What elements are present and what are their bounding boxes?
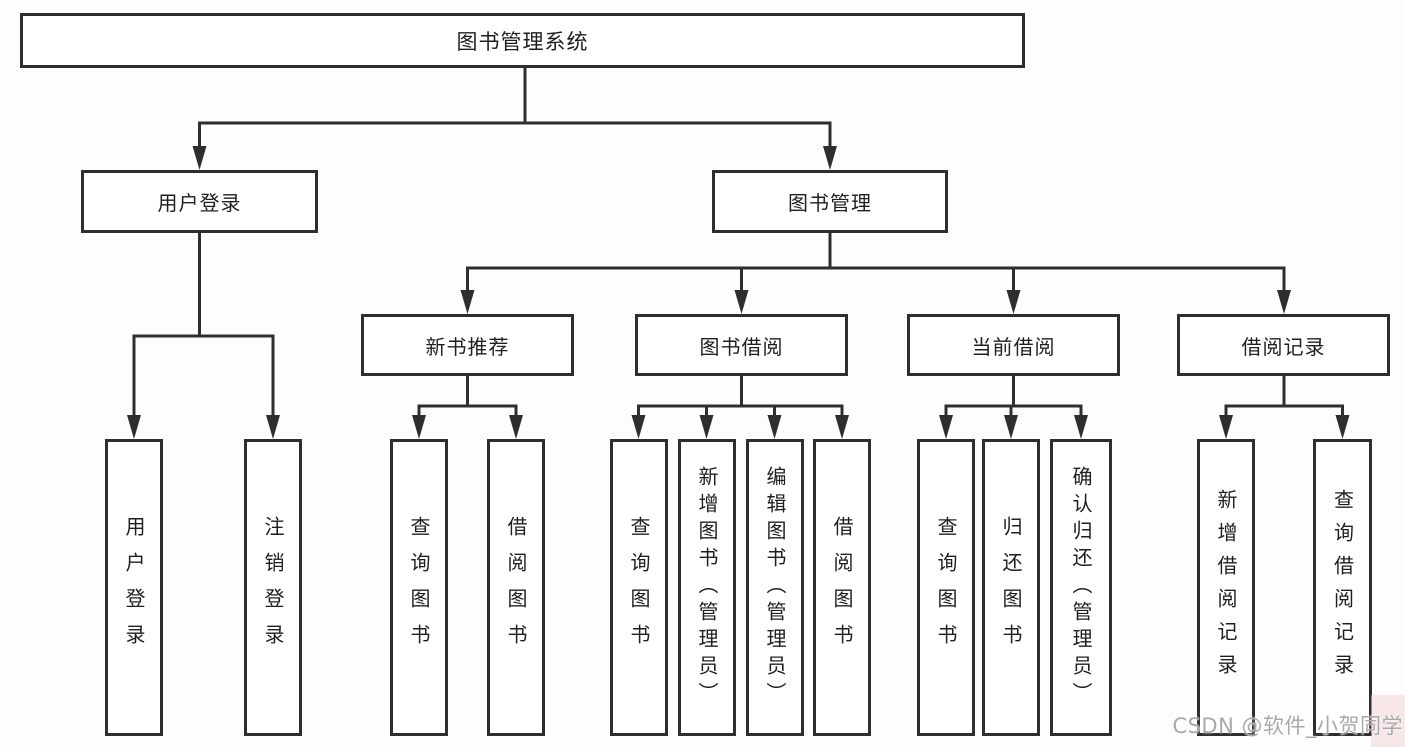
node-label: 查询图书: [934, 515, 958, 660]
leaf-logout: 注销登录: [244, 439, 302, 736]
node-label: 图书借阅: [699, 334, 784, 359]
node-label: 新增图书（管理员）: [695, 466, 719, 709]
node-label: 用户登录: [157, 191, 242, 215]
arrowhead: [1074, 415, 1088, 439]
arrowhead: [939, 415, 953, 439]
leaf-add-book-admin: 新增图书（管理员）: [678, 439, 736, 736]
node-current-borrowing: 当前借阅: [907, 314, 1120, 376]
arrowhead: [1277, 290, 1291, 314]
node-label: 查询借阅记录: [1330, 488, 1355, 687]
connector-records-to-leaves: [1224, 376, 1344, 417]
node-book-management: 图书管理: [712, 170, 948, 233]
leaf-confirm-return-admin: 确认归还（管理员）: [1050, 439, 1112, 736]
node-label: 借阅图书: [504, 515, 528, 660]
node-label: 归还图书: [999, 515, 1023, 660]
watermark: CSDN @软件_小贺同学: [1172, 714, 1403, 738]
node-label: 查询图书: [407, 515, 431, 660]
arrowhead: [412, 415, 426, 439]
leaf-return-book: 归还图书: [982, 439, 1040, 736]
leaf-edit-book-admin: 编辑图书（管理员）: [746, 439, 804, 736]
connector-current-to-leaves: [944, 376, 1083, 417]
watermark-corner-tint: [1371, 695, 1405, 747]
node-book-borrowing: 图书借阅: [635, 314, 848, 376]
leaf-user-login: 用户登录: [105, 439, 163, 736]
node-label: 借阅记录: [1241, 334, 1326, 359]
arrowhead: [767, 415, 782, 439]
node-label: 注销登录: [261, 515, 285, 660]
node-label: 图书管理: [788, 191, 872, 215]
arrowhead: [127, 415, 141, 439]
node-label: 新增借阅记录: [1214, 488, 1238, 687]
arrowhead: [1006, 290, 1021, 314]
connector-newbook-to-leaves: [417, 376, 518, 417]
arrowhead: [1004, 415, 1018, 439]
leaf-add-borrow-record: 新增借阅记录: [1197, 439, 1255, 736]
node-borrow-records: 借阅记录: [1177, 314, 1390, 376]
arrowhead: [835, 415, 849, 439]
node-label: 新书推荐: [425, 334, 510, 359]
arrowhead: [631, 415, 646, 439]
node-label: 当前借阅: [971, 334, 1056, 359]
node-label: 用户登录: [122, 515, 146, 660]
arrowhead: [460, 290, 475, 314]
arrowhead: [192, 146, 207, 170]
leaf-borrow-book-recommend: 借阅图书: [487, 439, 545, 736]
arrowhead: [509, 415, 523, 439]
arrowhead: [734, 290, 749, 314]
leaf-borrow-book: 借阅图书: [813, 439, 871, 736]
leaf-query-book-borrow: 查询图书: [610, 439, 668, 736]
leaf-query-book-recommend: 查询图书: [390, 439, 448, 736]
connector-bookmgmt-to-level3: [466, 233, 1286, 291]
node-user-login: 用户登录: [81, 170, 318, 233]
node-label: 确认归还（管理员）: [1069, 466, 1093, 709]
node-label: 借阅图书: [830, 515, 854, 660]
arrowhead: [266, 415, 280, 439]
connector-borrow-to-leaves: [637, 376, 844, 417]
connector-userlogin-to-leaves: [132, 233, 275, 416]
arrowhead: [1335, 415, 1350, 439]
arrowhead: [823, 146, 837, 170]
leaf-query-borrow-record: 查询借阅记录: [1313, 439, 1372, 736]
node-label: 图书管理系统: [456, 29, 589, 54]
leaf-query-book-current: 查询图书: [917, 439, 975, 736]
arrowhead: [1219, 415, 1233, 439]
node-new-book-recommend: 新书推荐: [361, 314, 574, 376]
connector-root-to-level2: [198, 68, 832, 147]
arrowhead: [699, 415, 714, 439]
node-label: 编辑图书（管理员）: [763, 466, 787, 709]
node-label: 查询图书: [627, 515, 651, 660]
node-library-system: 图书管理系统: [20, 13, 1025, 68]
